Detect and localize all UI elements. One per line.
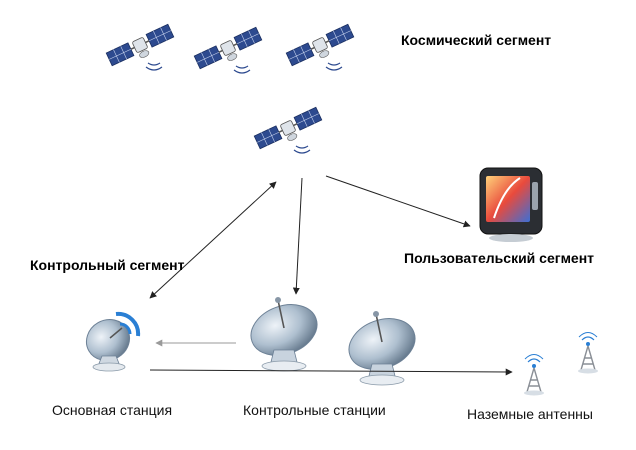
satellite-icon: [105, 23, 178, 72]
dish-antenna-icon: [341, 309, 423, 386]
ground-antennas-label: Наземные антенны: [467, 406, 593, 422]
main-station-label: Основная станция: [52, 402, 173, 418]
space-segment-label: Космический сегмент: [401, 32, 552, 48]
radio-tower-icon: [523, 353, 545, 397]
satellite-icon: [285, 23, 358, 72]
control-segment-label: Контрольный сегмент: [30, 257, 185, 273]
radio-tower-icon: [577, 331, 599, 375]
arrow-satellite-user: [325, 175, 471, 228]
satellite-icon: [253, 106, 326, 155]
dish-antenna-icon: [243, 295, 325, 372]
arrow-main-satellite: [149, 181, 277, 299]
satellite-icon: [193, 26, 266, 75]
arrow-satellite-control: [292, 177, 303, 295]
gps-navigator-icon: [479, 167, 543, 242]
main-station-icon: [85, 311, 141, 372]
user-segment-label: Пользовательский сегмент: [404, 250, 595, 266]
arrow-main-ground: [149, 368, 513, 376]
control-stations-label: Контрольные станции: [243, 402, 386, 418]
